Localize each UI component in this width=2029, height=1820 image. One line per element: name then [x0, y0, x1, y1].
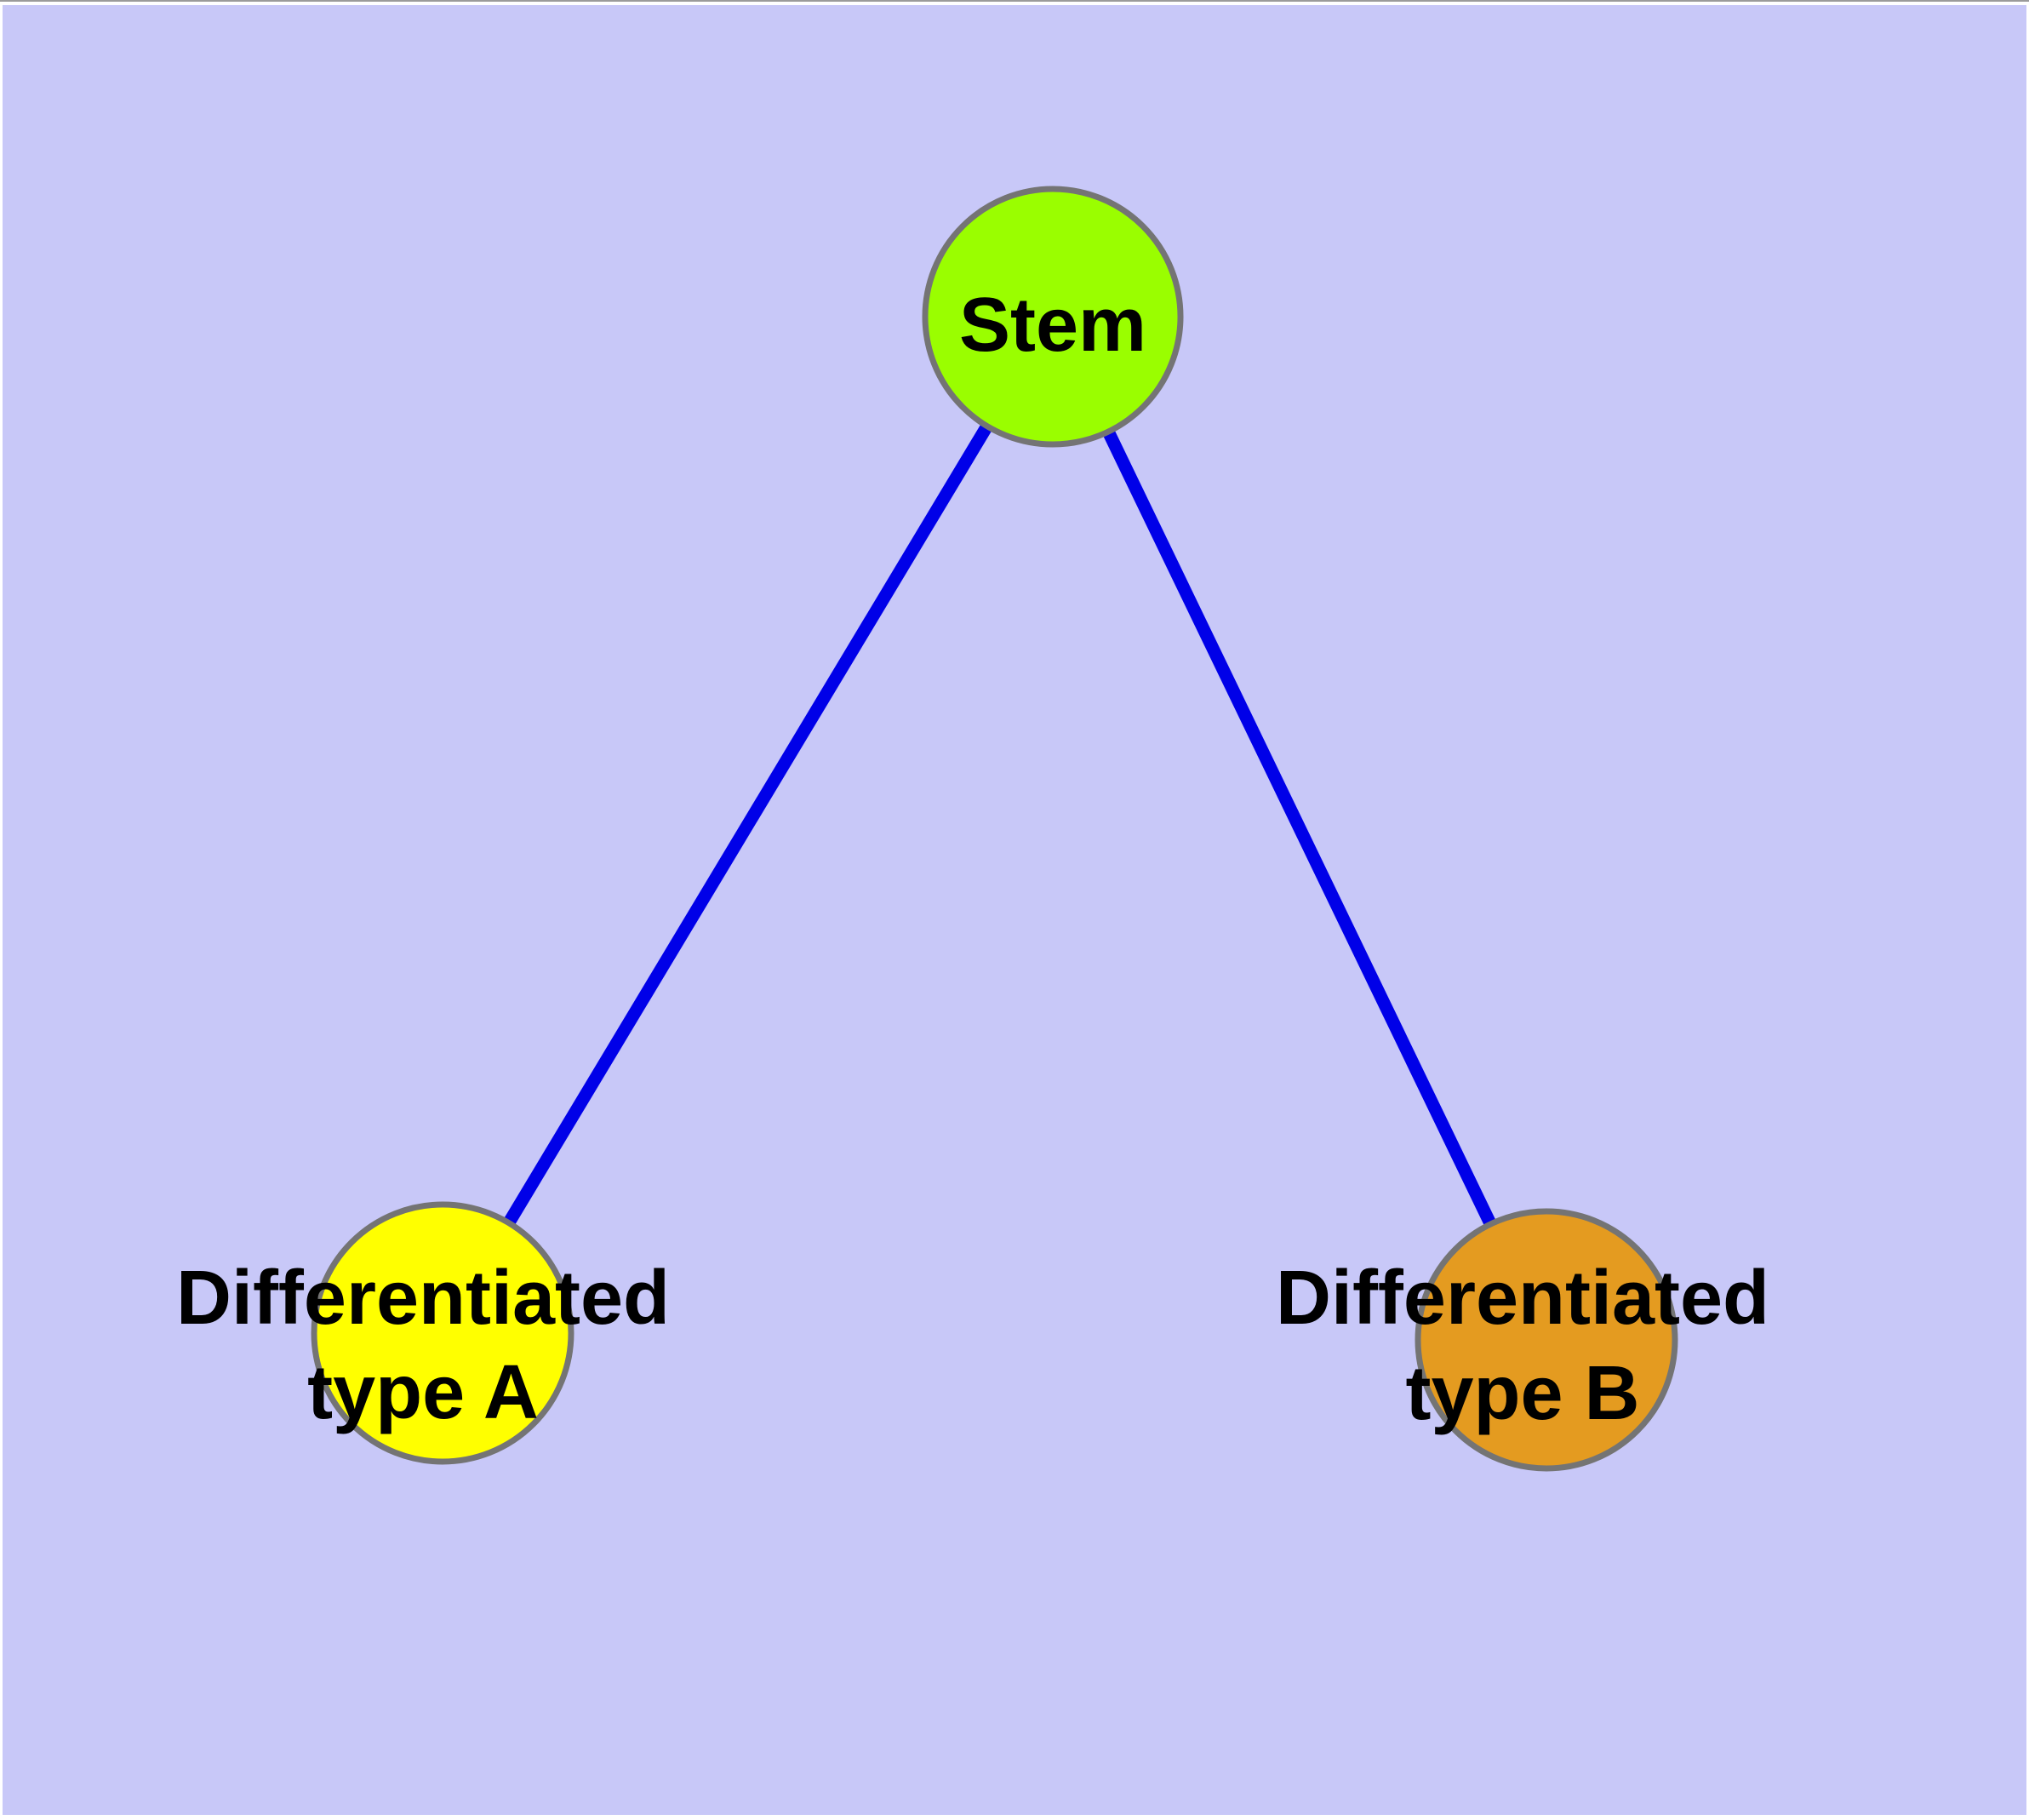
edge-stem-to-type-b [1047, 313, 1552, 1343]
node-differentiated-type-a[interactable] [311, 1201, 574, 1465]
node-type-b-label-line2: type B [1405, 1351, 1639, 1436]
node-stem[interactable] [922, 186, 1184, 448]
window-top-edge [0, 0, 2029, 2]
node-type-b-label-line1: Differentiated [1276, 1256, 1769, 1341]
node-stem-label: Stem [959, 283, 1146, 368]
node-differentiated-type-b[interactable] [1415, 1208, 1678, 1472]
node-type-a-label-line2: type A [307, 1350, 539, 1435]
node-type-a-label-line1: Differentiated [176, 1256, 670, 1341]
edge-stem-to-type-a [437, 313, 1059, 1336]
